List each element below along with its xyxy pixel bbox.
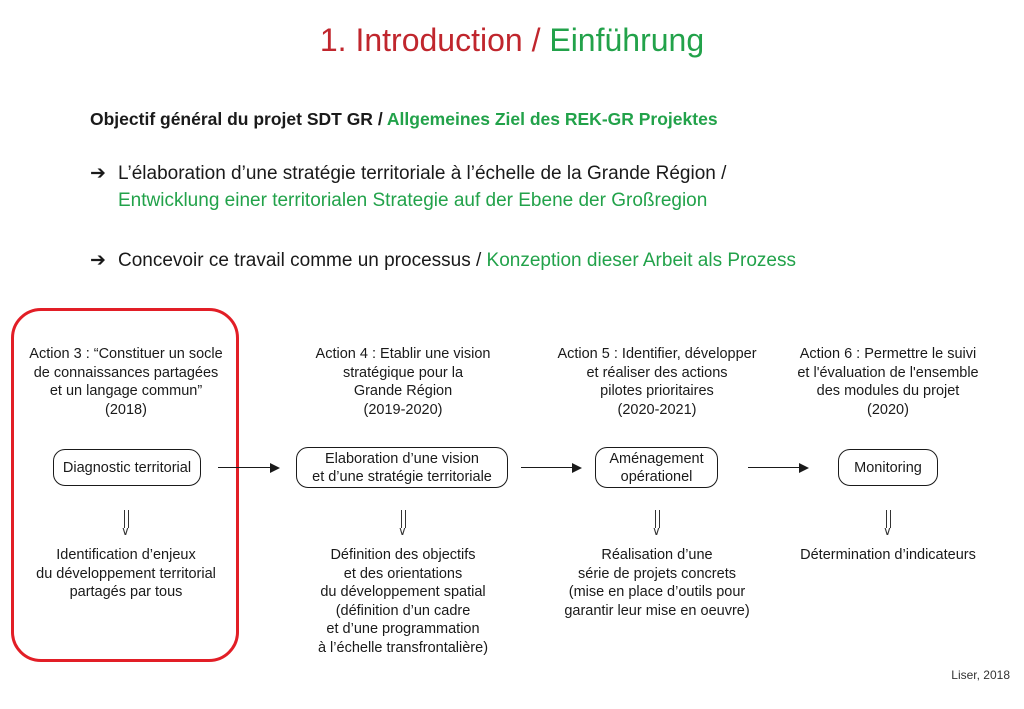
arrow-right-icon: ➔ (90, 163, 106, 184)
down-arrow-shaft (401, 510, 402, 528)
result-line: du développement territorial (36, 565, 216, 582)
result-line: Réalisation d’une (601, 547, 713, 563)
action-line: et un langage commun” (49, 383, 203, 399)
objective-de: Allgemeines Ziel des REK-GR Projektes (386, 109, 718, 129)
process-node-label: Diagnostic territorial (63, 459, 191, 477)
title-de: Einführung (549, 22, 705, 58)
down-arrow-icon: ∨ (398, 524, 407, 538)
bullet-strategy-fr: L’élaboration d’une stratégie territoria… (118, 163, 727, 184)
objective-heading: Objectif général du projet SDT GR / Allg… (90, 106, 990, 132)
down-arrow-icon: ∨ (652, 524, 661, 538)
process-node: Diagnostic territorial (53, 449, 201, 486)
bullet-process: ➔ Concevoir ce travail comme un processus… (90, 247, 990, 274)
action-line: (2018) (105, 401, 147, 418)
down-arrow-shaft (128, 510, 129, 528)
flow-arrow-line (218, 467, 272, 468)
action-label: Action 5 : Identifier, développer et réal… (542, 345, 772, 419)
result-line: Identification d’enjeux (56, 547, 196, 563)
node-line: opérationel (620, 468, 693, 485)
flow-arrow-line (521, 467, 574, 468)
down-arrow-shaft (405, 510, 406, 528)
result-label: Définition des objectifs et des orientati… (288, 546, 518, 657)
down-arrow-shaft (124, 510, 125, 528)
process-node: Monitoring (838, 449, 938, 486)
bullet-strategy: ➔ L’élaboration d’une stratégie territori… (90, 160, 990, 214)
down-arrow-shaft (886, 510, 887, 528)
flow-arrow-head-icon (799, 463, 809, 473)
down-arrow-icon: ∨ (121, 524, 130, 538)
arrow-right-icon: ➔ (90, 250, 106, 271)
down-arrow-shaft (890, 510, 891, 528)
flow-arrow-line (748, 467, 801, 468)
source-credit: Liser, 2018 (951, 668, 1010, 682)
action-line: (2019-2020) (363, 401, 443, 418)
action-line: Action 5 : Identifier, développer (557, 346, 757, 362)
bullet-process-de: Konzeption dieser Arbeit als Prozess (486, 250, 796, 271)
title-fr: 1. Introduction (319, 22, 523, 58)
flow-arrow-head-icon (270, 463, 280, 473)
action-label: Action 6 : Permettre le suivi et l'évalua… (773, 345, 1003, 419)
result-line: garantir leur mise en oeuvre) (564, 602, 750, 619)
process-node-label: Monitoring (854, 459, 922, 477)
objective-separator: / (372, 109, 387, 129)
action-line: (2020-2021) (617, 401, 697, 418)
result-line: du développement spatial (320, 584, 486, 600)
objective-fr: Objectif général du projet SDT GR (90, 109, 373, 129)
action-line: Action 6 : Permettre le suivi (799, 346, 977, 362)
down-arrow-shaft (659, 510, 660, 528)
node-line: Diagnostic territorial (62, 459, 192, 476)
action-label: Action 4 : Etablir une vision stratégique… (288, 345, 518, 419)
action-line: Grande Région (353, 383, 453, 399)
result-line: et d’une programmation (326, 621, 480, 637)
flow-arrow-head-icon (572, 463, 582, 473)
result-line: partagés par tous (69, 584, 183, 600)
node-line: Aménagement (609, 450, 704, 467)
action-line: et réaliser des actions (586, 364, 728, 381)
result-line: série de projets concrets (578, 565, 736, 582)
action-line: et l'évaluation de l'ensemble (797, 364, 979, 381)
result-label: Détermination d’indicateurs (773, 546, 1003, 565)
result-line: (définition d’un cadre (335, 602, 471, 619)
down-arrow-shaft (655, 510, 656, 528)
action-label: Action 3 : “Constituer un socle de connai… (11, 345, 241, 419)
result-line: à l’échelle transfrontalière) (317, 639, 489, 656)
action-line: (2020) (867, 401, 909, 418)
slide-title: 1. Introduction / Einführung (0, 18, 1024, 62)
highlight-frame (11, 308, 239, 662)
action-line: stratégique pour la (342, 364, 464, 381)
action-line: pilotes prioritaires (600, 383, 714, 399)
action-line: Action 3 : “Constituer un socle (29, 346, 223, 362)
result-label: Réalisation d’une série de projets concre… (542, 546, 772, 620)
action-line: Action 4 : Etablir une vision (315, 346, 491, 362)
action-line: de connaissances partagées (33, 364, 219, 381)
result-line: et des orientations (343, 565, 463, 582)
result-label: Identification d’enjeux du développement … (11, 546, 241, 602)
node-line: et d’une stratégie territoriale (312, 468, 492, 485)
result-line: (mise en place d’outils pour (568, 584, 746, 600)
bullet-process-fr: Concevoir ce travail comme un processus … (118, 250, 482, 271)
action-line: des modules du projet (816, 383, 960, 399)
node-line: Elaboration d’une vision (325, 450, 479, 467)
result-line: Détermination d’indicateurs (800, 547, 976, 563)
down-arrow-icon: ∨ (883, 524, 892, 538)
result-line: Définition des objectifs (330, 547, 476, 563)
title-separator: / (522, 22, 550, 58)
bullet-strategy-de: Entwicklung einer territorialen Strategi… (118, 190, 708, 211)
node-line: Monitoring (854, 459, 922, 476)
